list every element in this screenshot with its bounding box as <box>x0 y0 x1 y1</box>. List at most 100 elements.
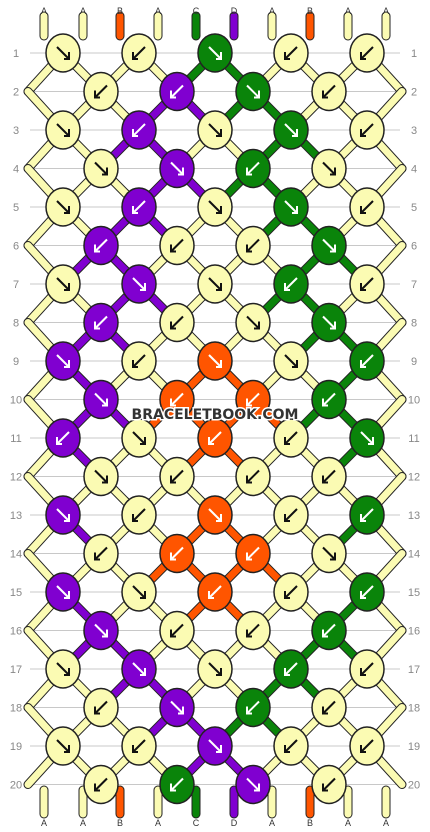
arrow-down-right-icon <box>284 200 298 214</box>
arrow-down-left-icon <box>284 277 298 291</box>
arrow-head-icon <box>246 475 252 484</box>
knot <box>311 225 347 266</box>
knot <box>159 456 195 497</box>
row-number-right: 15 <box>408 587 420 599</box>
knot <box>197 341 233 381</box>
arrow-down-left-icon <box>360 739 374 753</box>
knot <box>45 495 81 535</box>
knot <box>349 187 385 227</box>
arrow-down-left-icon <box>284 508 298 522</box>
arrow-head-icon <box>284 283 290 291</box>
arrow-head-icon <box>170 398 176 407</box>
arrow-down-left-icon <box>94 546 108 561</box>
knot <box>159 764 195 805</box>
row-number-left: 17 <box>10 664 22 676</box>
row-number-left: 20 <box>10 780 22 792</box>
arrow-head-icon <box>360 283 366 291</box>
row-number-left: 10 <box>10 395 22 407</box>
arrow-down-right-icon <box>322 546 336 561</box>
arrow-head-icon <box>360 591 366 599</box>
arrow-down-right-icon <box>56 662 70 676</box>
row-number-right: 12 <box>408 472 420 484</box>
string-label-bottom: A <box>269 818 275 828</box>
arrow-down-left-icon <box>360 354 374 368</box>
arrow-head-icon <box>330 244 336 253</box>
knot <box>45 649 81 689</box>
arrow-down-right-icon <box>360 431 374 445</box>
row-number-left: 14 <box>10 549 22 561</box>
arrow-head-icon <box>284 591 290 599</box>
arrow-down-left-icon <box>170 315 184 330</box>
arrow-down-left-icon <box>360 200 374 214</box>
string-label-top: C <box>193 6 200 16</box>
knot <box>83 225 119 266</box>
row-number-left: 15 <box>10 587 22 599</box>
knot <box>235 456 271 497</box>
arrow-head-icon <box>132 129 138 137</box>
knot <box>311 379 347 420</box>
arrow-head-icon <box>246 244 252 253</box>
row-number-left: 4 <box>13 164 19 176</box>
arrow-head-icon <box>360 668 366 676</box>
knot <box>83 687 119 728</box>
arrow-down-left-icon <box>170 392 184 407</box>
row-number-right: 13 <box>408 510 420 522</box>
arrow-head-icon <box>284 514 290 522</box>
arrow-down-left-icon <box>246 392 260 407</box>
arrow-head-icon <box>140 591 146 599</box>
knot <box>197 495 233 535</box>
arrow-down-left-icon <box>284 585 298 599</box>
arrow-head-icon <box>246 552 252 561</box>
arrow-down-left-icon <box>360 508 374 522</box>
arrow-head-icon <box>254 783 260 792</box>
arrow-down-right-icon <box>170 161 184 176</box>
arrow-head-icon <box>322 398 328 407</box>
knot <box>45 726 81 766</box>
knot <box>121 418 157 458</box>
arrow-head-icon <box>246 167 252 176</box>
knot <box>311 764 347 805</box>
string-label-bottom: D <box>231 818 238 828</box>
arrow-head-icon <box>216 745 222 753</box>
row-number-right: 5 <box>411 202 417 214</box>
arrow-head-icon <box>132 206 138 214</box>
knot <box>83 148 119 189</box>
knot <box>349 264 385 304</box>
arrow-head-icon <box>208 437 214 445</box>
arrow-head-icon <box>360 360 366 368</box>
row-number-right: 19 <box>408 741 420 753</box>
row-number-right: 3 <box>411 125 417 137</box>
arrow-head-icon <box>330 321 336 330</box>
arrow-down-left-icon <box>246 469 260 484</box>
arrow-down-left-icon <box>170 777 184 792</box>
knot <box>273 495 309 535</box>
arrow-down-left-icon <box>246 546 260 561</box>
arrow-head-icon <box>132 514 138 522</box>
arrow-head-icon <box>132 52 138 60</box>
arrow-down-right-icon <box>132 431 146 445</box>
arrow-head-icon <box>178 706 184 715</box>
arrow-head-icon <box>170 475 176 484</box>
string-label-top: A <box>155 6 161 16</box>
arrow-head-icon <box>102 629 108 638</box>
arrow-head-icon <box>94 90 100 99</box>
knot <box>197 33 233 73</box>
row-number-left: 7 <box>13 279 19 291</box>
arrow-down-right-icon <box>56 277 70 291</box>
arrow-head-icon <box>170 783 176 792</box>
string-label-top: D <box>231 6 238 16</box>
arrow-head-icon <box>64 514 70 522</box>
knot <box>121 33 157 73</box>
knot <box>159 225 195 266</box>
arrow-head-icon <box>208 591 214 599</box>
arrow-down-right-icon <box>132 662 146 676</box>
arrow-down-right-icon <box>208 46 222 60</box>
arrow-head-icon <box>94 244 100 253</box>
arrow-down-right-icon <box>56 46 70 60</box>
arrow-down-right-icon <box>208 277 222 291</box>
knot <box>45 341 81 381</box>
arrow-down-right-icon <box>208 354 222 368</box>
string-label-top: A <box>41 6 47 16</box>
